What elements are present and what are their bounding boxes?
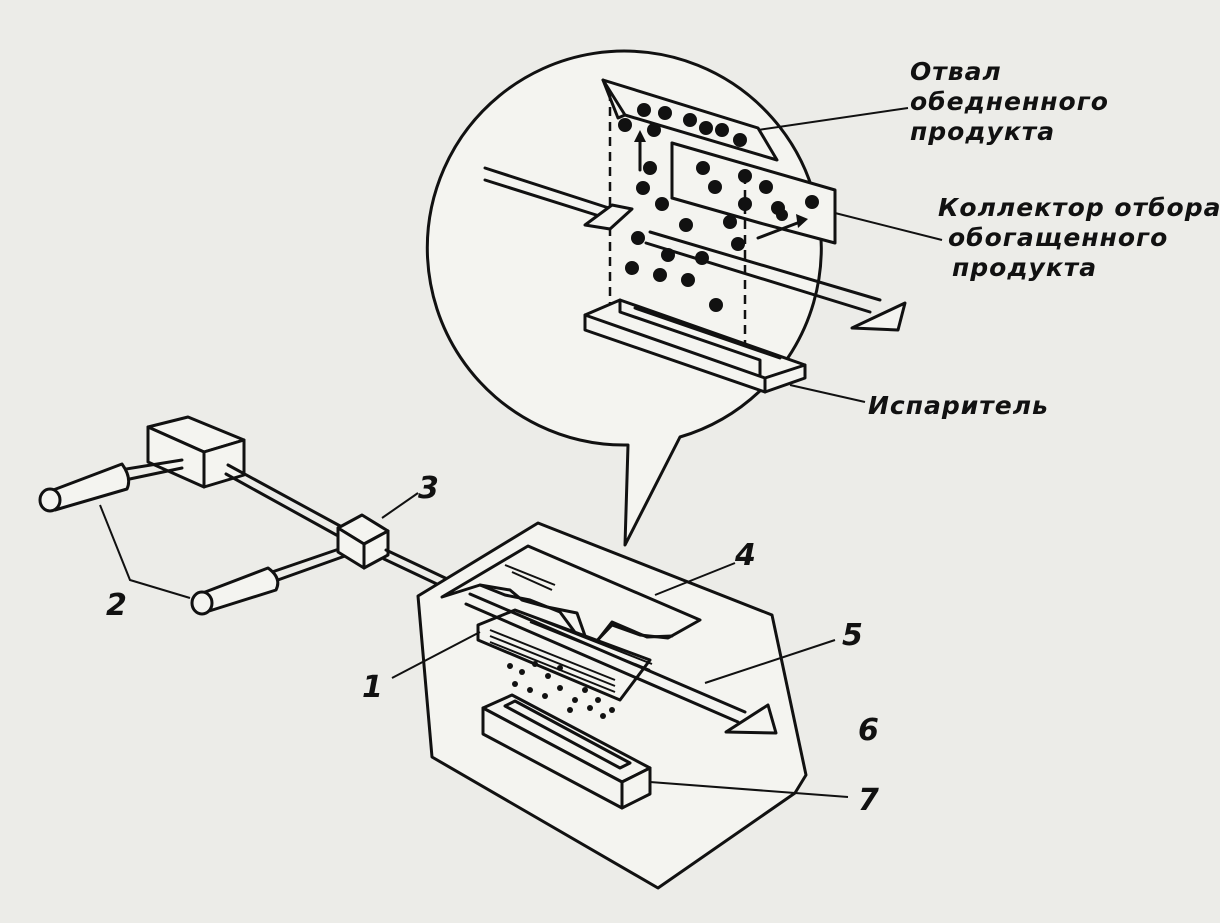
callout-enriched-line3: продукта xyxy=(952,253,1097,282)
label-4: 4 xyxy=(734,538,756,573)
separator-plate xyxy=(440,544,702,652)
callout-evaporator: Испаритель xyxy=(868,391,1049,420)
crucible xyxy=(481,693,652,810)
leader-4 xyxy=(654,562,736,596)
callout-enriched-collector: Коллектор отбора обогащенного продукта xyxy=(938,193,1220,282)
laser-system xyxy=(38,415,462,616)
deflection-arrow xyxy=(756,214,808,240)
chamber-beam-arrowhead xyxy=(724,703,778,735)
callout-depleted-line3: продукта xyxy=(910,117,1055,146)
label-5: 5 xyxy=(842,618,863,653)
inset-beam-arrowhead xyxy=(850,301,907,332)
vacuum-chamber xyxy=(391,521,849,890)
leader-evaporator xyxy=(789,384,866,403)
callout-depleted-dump: Отвал обедненного продукта xyxy=(910,57,1109,146)
chamber-laser-beam xyxy=(464,592,778,735)
callout-enriched-line2: обогащенного xyxy=(948,223,1168,252)
label-7: 7 xyxy=(858,783,879,818)
label-3: 3 xyxy=(418,471,439,506)
upper-laser-tube xyxy=(38,458,184,513)
leader-enriched-collector xyxy=(834,212,943,241)
callout-depleted-line1: Отвал xyxy=(910,57,1002,86)
callout-enriched-line1: Коллектор отбора xyxy=(938,193,1220,222)
lower-laser-tube xyxy=(190,546,347,616)
evaporator-trough xyxy=(583,298,807,394)
leader-depleted-dump xyxy=(757,107,909,131)
leader-7 xyxy=(649,781,849,798)
leader-3 xyxy=(381,492,419,519)
chamber-vapor-dots xyxy=(507,661,615,719)
callout-depleted-line2: обедненного xyxy=(910,87,1109,116)
collector-plate-1 xyxy=(476,608,653,702)
leader-5 xyxy=(704,639,836,684)
upper-laser-box xyxy=(146,415,246,489)
leader-2 xyxy=(99,504,191,599)
up-flow-arrow xyxy=(634,130,646,172)
inset-laser-beam xyxy=(483,166,907,332)
label-1: 1 xyxy=(362,670,383,705)
label-2: 2 xyxy=(106,588,127,623)
magnified-inset xyxy=(425,49,943,547)
label-6: 6 xyxy=(858,713,879,748)
beam-combiner-cube xyxy=(336,513,390,570)
leader-1 xyxy=(391,631,481,679)
